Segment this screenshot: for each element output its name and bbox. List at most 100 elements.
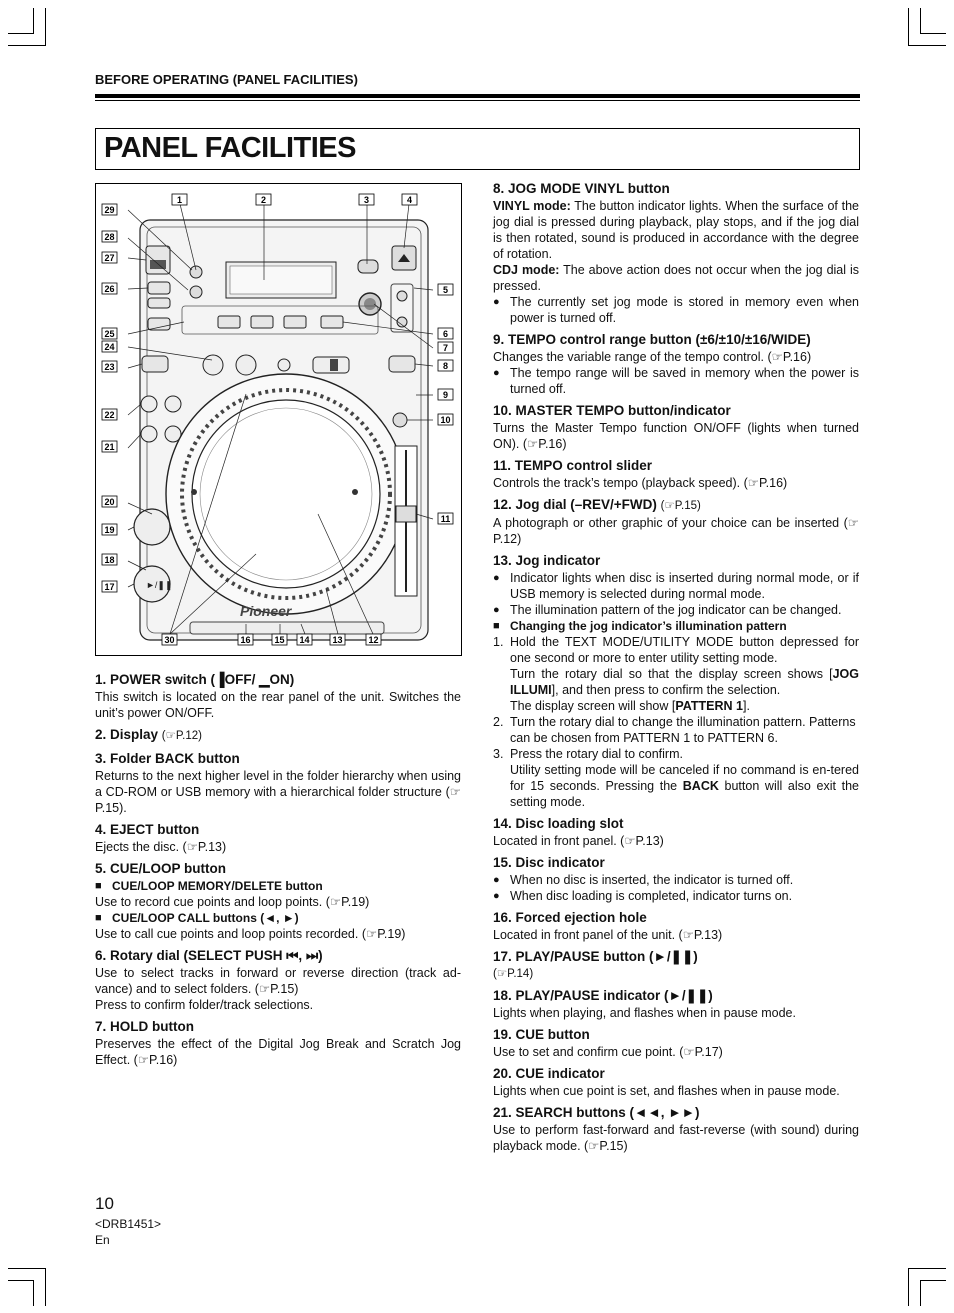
svg-text:►/❚❚: ►/❚❚ bbox=[146, 580, 173, 591]
cdj-panel-illustration: ►/❚❚ Pioneer bbox=[101, 193, 454, 646]
callout-label: 1 bbox=[177, 195, 182, 205]
callout-box bbox=[101, 282, 118, 295]
crop-mark bbox=[908, 45, 946, 46]
panel-figure: ►/❚❚ Pioneer bbox=[95, 183, 462, 656]
crop-mark bbox=[8, 1280, 34, 1281]
item-folder-back: 3. Folder BACK button Returns to the nex… bbox=[95, 751, 461, 815]
callout-box bbox=[296, 633, 313, 646]
item-cue-button: 19. CUE button Use to set and confirm cu… bbox=[493, 1027, 723, 1059]
crop-mark bbox=[8, 33, 34, 34]
callout-label: 3 bbox=[364, 195, 369, 205]
callout-label: 30 bbox=[164, 635, 174, 645]
right-column: 8. JOG MODE VINYL button VINYL mode: The… bbox=[493, 180, 859, 1159]
crop-mark bbox=[45, 8, 46, 46]
page-number: 10 bbox=[95, 1194, 114, 1213]
callout-box bbox=[101, 203, 118, 216]
callout-box bbox=[101, 495, 118, 508]
callout-box bbox=[437, 388, 454, 401]
item-tempo-slider: 11. TEMPO control slider Controls the tr… bbox=[493, 458, 788, 490]
callout-label: 25 bbox=[104, 329, 114, 339]
left-column: 1. POWER switch (▐OFF/ ▁ON) This switch … bbox=[95, 671, 461, 1073]
crop-mark bbox=[908, 1268, 946, 1269]
item-hold: 7. HOLD button Preserves the effect of t… bbox=[95, 1019, 461, 1067]
callout-label: 24 bbox=[104, 342, 114, 352]
item-disc-indicator: 15. Disc indicator When no disc is inser… bbox=[493, 854, 859, 904]
callout-label: 22 bbox=[104, 410, 114, 420]
crop-mark bbox=[920, 33, 946, 34]
callout-box bbox=[401, 193, 418, 206]
item-master-tempo: 10. MASTER TEMPO button/indicator Turns … bbox=[493, 403, 859, 451]
item-rotary-dial: 6. Rotary dial (SELECT PUSH ⏮, ⏭) Use to… bbox=[95, 948, 461, 1012]
callout-box bbox=[101, 340, 118, 353]
callout-label: 26 bbox=[104, 284, 114, 294]
crop-mark bbox=[8, 45, 46, 46]
callout-label: 21 bbox=[104, 442, 114, 452]
callout-box bbox=[101, 251, 118, 264]
item-power-switch: 1. POWER switch (▐OFF/ ▁ON) This switch … bbox=[95, 672, 461, 720]
callout-label: 13 bbox=[332, 635, 342, 645]
callout-box bbox=[101, 230, 118, 243]
callout-label: 5 bbox=[443, 285, 448, 295]
callout-label: 27 bbox=[104, 253, 114, 263]
section-header: BEFORE OPERATING (PANEL FACILITIES) bbox=[95, 72, 358, 87]
header-rule bbox=[95, 94, 860, 98]
callout-box bbox=[365, 633, 382, 646]
callout-label: 12 bbox=[368, 635, 378, 645]
callout-label: 20 bbox=[104, 497, 114, 507]
callout-label: 8 bbox=[443, 361, 448, 371]
callout-box bbox=[161, 633, 178, 646]
crop-mark bbox=[33, 1280, 34, 1306]
callout-label: 29 bbox=[104, 205, 114, 215]
item-cue-indicator: 20. CUE indicator Lights when cue point … bbox=[493, 1066, 840, 1098]
callout-box bbox=[101, 360, 118, 373]
callout-box bbox=[255, 193, 272, 206]
item-jog-dial: 12. Jog dial (–REV/+FWD) (☞P.15) A photo… bbox=[493, 497, 859, 546]
callout-label: 18 bbox=[104, 555, 114, 565]
item-forced-eject: 16. Forced ejection hole Located in fron… bbox=[493, 910, 723, 942]
doc-language: En bbox=[95, 1233, 110, 1247]
item-play-pause-button: 17. PLAY/PAUSE button (►/❚❚) (☞P.14) bbox=[493, 949, 698, 980]
item-eject: 4. EJECT button Ejects the disc. (☞P.13) bbox=[95, 822, 227, 854]
callout-box bbox=[101, 440, 118, 453]
callout-label: 23 bbox=[104, 362, 114, 372]
doc-code: <DRB1451> bbox=[95, 1217, 162, 1231]
callout-box bbox=[437, 413, 454, 426]
callout-label: 4 bbox=[407, 195, 412, 205]
crop-mark bbox=[45, 1268, 46, 1306]
callout-box bbox=[101, 408, 118, 421]
crop-mark bbox=[8, 1268, 46, 1269]
page-title: PANEL FACILITIES bbox=[104, 132, 356, 164]
item-jog-indicator: 13. Jog indicator Indicator lights when … bbox=[493, 552, 859, 810]
callout-box bbox=[437, 283, 454, 296]
callout-box bbox=[437, 512, 454, 525]
callout-box bbox=[101, 327, 118, 340]
callout-label: 10 bbox=[440, 415, 450, 425]
item-search-buttons: 21. SEARCH buttons (◄◄, ►►) Use to perfo… bbox=[493, 1105, 859, 1153]
callout-box bbox=[329, 633, 346, 646]
crop-mark bbox=[920, 1280, 921, 1306]
crop-mark bbox=[920, 1280, 946, 1281]
item-display: 2. Display (☞P.12) bbox=[95, 727, 202, 742]
item-disc-slot: 14. Disc loading slot Located in front p… bbox=[493, 816, 664, 848]
callout-label: 16 bbox=[240, 635, 250, 645]
crop-mark bbox=[33, 8, 34, 34]
item-cue-loop: 5. CUE/LOOP button CUE/LOOP MEMORY/DELET… bbox=[95, 860, 461, 942]
callout-label: 28 bbox=[104, 232, 114, 242]
crop-mark bbox=[920, 8, 921, 34]
callout-label: 19 bbox=[104, 525, 114, 535]
callout-box bbox=[437, 341, 454, 354]
callout-box bbox=[437, 359, 454, 372]
callout-label: 7 bbox=[443, 343, 448, 353]
callout-label: 15 bbox=[274, 635, 284, 645]
callout-box bbox=[101, 523, 118, 536]
callout-box bbox=[437, 327, 454, 340]
callout-box bbox=[271, 633, 288, 646]
callout-label: 11 bbox=[441, 514, 451, 524]
callout-label: 2 bbox=[261, 195, 266, 205]
item-play-pause-indicator: 18. PLAY/PAUSE indicator (►/❚❚) Lights w… bbox=[493, 988, 796, 1020]
callout-box bbox=[101, 553, 118, 566]
crop-mark bbox=[908, 1268, 909, 1306]
title-box: PANEL FACILITIES bbox=[95, 128, 860, 170]
callout-label: 17 bbox=[104, 582, 114, 592]
